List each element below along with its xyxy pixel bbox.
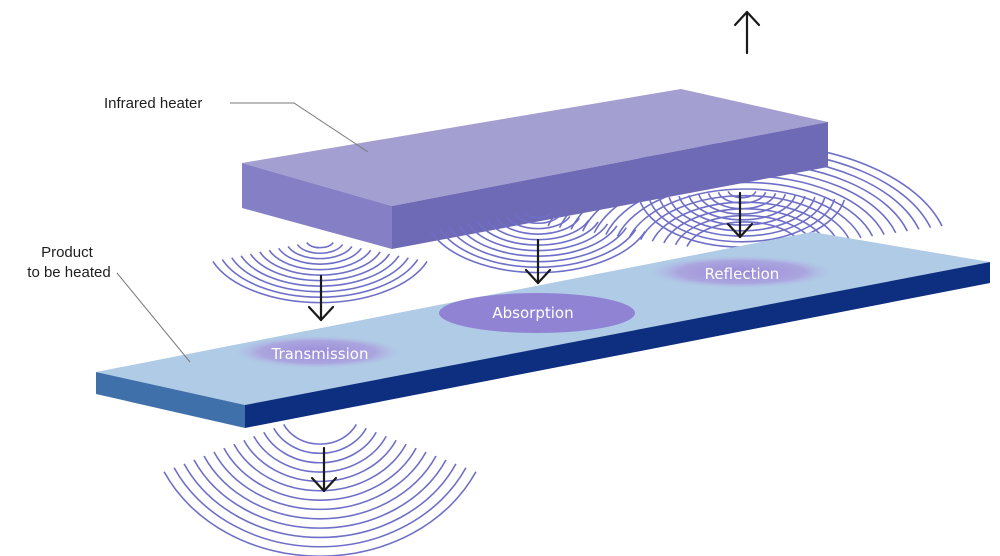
product-front-face [96, 372, 245, 428]
heater-front-face [242, 163, 392, 249]
heater-callout-label: Infrared heater [104, 95, 202, 112]
transmission-wave-arc [287, 245, 353, 260]
arrows [307, 10, 761, 493]
product-side-face [245, 262, 990, 428]
absorption-wave-arc [524, 212, 552, 219]
transmitted-wave-arc [223, 447, 417, 501]
transmitted-wave-arc [253, 435, 387, 473]
transmission-spot [236, 336, 400, 368]
heater-callout: Infrared heater [104, 95, 369, 153]
reflection-wave-arc [707, 192, 777, 210]
reflection-wave-arc [688, 194, 796, 221]
infrared-heater [242, 89, 828, 249]
reflection-down-arrow-icon [726, 191, 754, 239]
transmission-wave-arc [306, 242, 334, 249]
transmitted-wave-arc [243, 439, 397, 483]
reflection-wave-arc [727, 190, 757, 199]
transmitted-wave-arc [263, 431, 377, 464]
transmitted-wave-arc [203, 455, 437, 520]
transmitted-wave-arc [213, 451, 427, 511]
reflected-up-arrow-icon [733, 10, 761, 55]
absorption-wave-arc [505, 215, 571, 230]
transmitted-wave-arc [273, 427, 367, 455]
heater-callout-leader [230, 102, 369, 153]
product-callout-leader [116, 272, 191, 363]
absorption-label: Absorption [492, 304, 573, 322]
reflection-label: Reflection [705, 265, 780, 283]
transmission-down-arrow-icon [307, 274, 335, 322]
transmitted-wave-arc [163, 471, 477, 556]
heater-side-face [392, 122, 828, 249]
transmission-wave-arc [268, 249, 372, 271]
absorption-down-arrow-icon [524, 238, 552, 285]
transmission-label: Transmission [271, 345, 369, 363]
transmission-wave-arc [278, 247, 362, 265]
reflection-spot [651, 256, 831, 288]
transmitted-wave-arc [193, 459, 447, 529]
absorption-wave-arc [496, 217, 580, 235]
reflection-wave-arc [668, 196, 816, 232]
reflection-wave-arc [648, 198, 836, 243]
interaction-spots [236, 256, 831, 368]
reflection-wave-arc [678, 195, 806, 226]
reflection-wave-arc [717, 191, 767, 204]
product-callout: Product to be heated [27, 244, 191, 363]
transmitted-wave-arc [183, 463, 457, 539]
product-callout-line2: to be heated [27, 264, 110, 281]
transmission-wave-arc [296, 244, 344, 255]
transmitted-wave-arcs [163, 424, 477, 556]
product-callout-label: Product to be heated [27, 244, 110, 281]
absorption-wave-arc [514, 214, 562, 225]
product-callout-line1: Product [41, 244, 94, 261]
transmitted-wave-arc [173, 467, 467, 548]
transmission-wave-arc [259, 251, 381, 276]
transmitted-down-arrow-icon [310, 446, 338, 493]
heater-top-face [242, 89, 828, 206]
reflection-wave-arc [697, 193, 787, 215]
transmitted-wave-arc [233, 443, 407, 492]
transmitted-wave-arc [282, 424, 358, 445]
absorption-spot [439, 293, 635, 333]
